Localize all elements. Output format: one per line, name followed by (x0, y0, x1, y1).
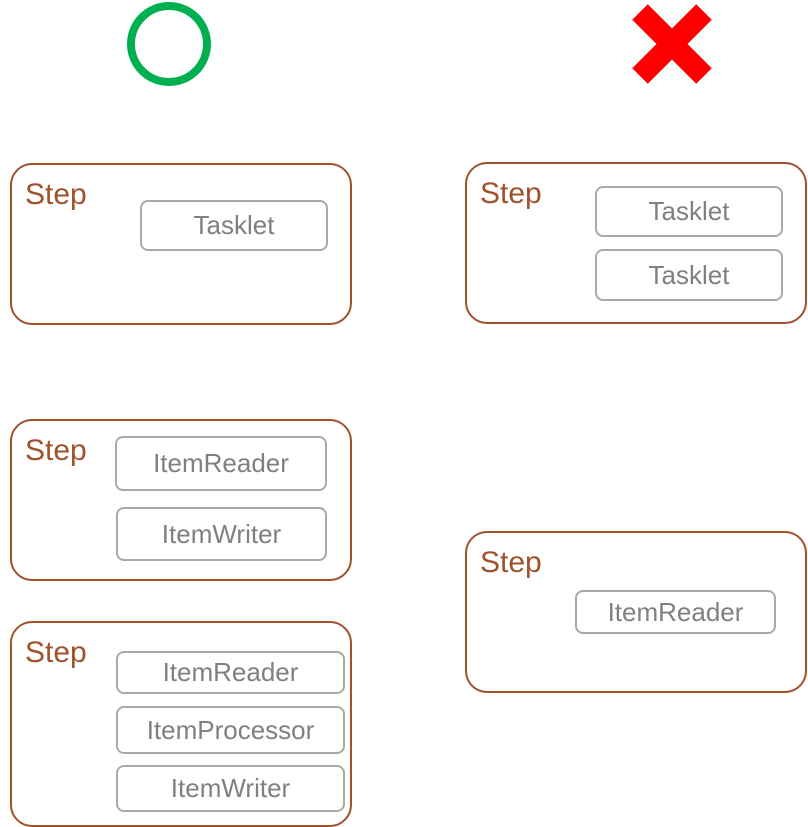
step-reader-writer: Step ItemReader ItemWriter (10, 419, 352, 581)
item-reader-box: ItemReader (575, 590, 776, 634)
tasklet-box: Tasklet (595, 186, 783, 237)
cross-ng-icon (632, 4, 712, 84)
circle-ok-icon (127, 2, 211, 86)
step-label: Step (480, 546, 542, 579)
step-label: Step (25, 434, 87, 467)
step-reader-only: Step ItemReader (465, 531, 807, 693)
item-writer-box: ItemWriter (116, 507, 327, 561)
step-two-tasklets: Step Tasklet Tasklet (465, 162, 807, 324)
step-label: Step (480, 177, 542, 210)
item-reader-box: ItemReader (116, 651, 345, 694)
step-reader-processor-writer: Step ItemReader ItemProcessor ItemWriter (10, 621, 352, 827)
step-label: Step (25, 636, 87, 669)
item-writer-box: ItemWriter (116, 765, 345, 812)
step-tasklet: Step Tasklet (10, 163, 352, 325)
tasklet-box: Tasklet (595, 249, 783, 301)
item-reader-box: ItemReader (115, 436, 327, 491)
tasklet-box: Tasklet (140, 200, 328, 251)
step-label: Step (25, 178, 87, 211)
item-processor-box: ItemProcessor (116, 706, 345, 754)
